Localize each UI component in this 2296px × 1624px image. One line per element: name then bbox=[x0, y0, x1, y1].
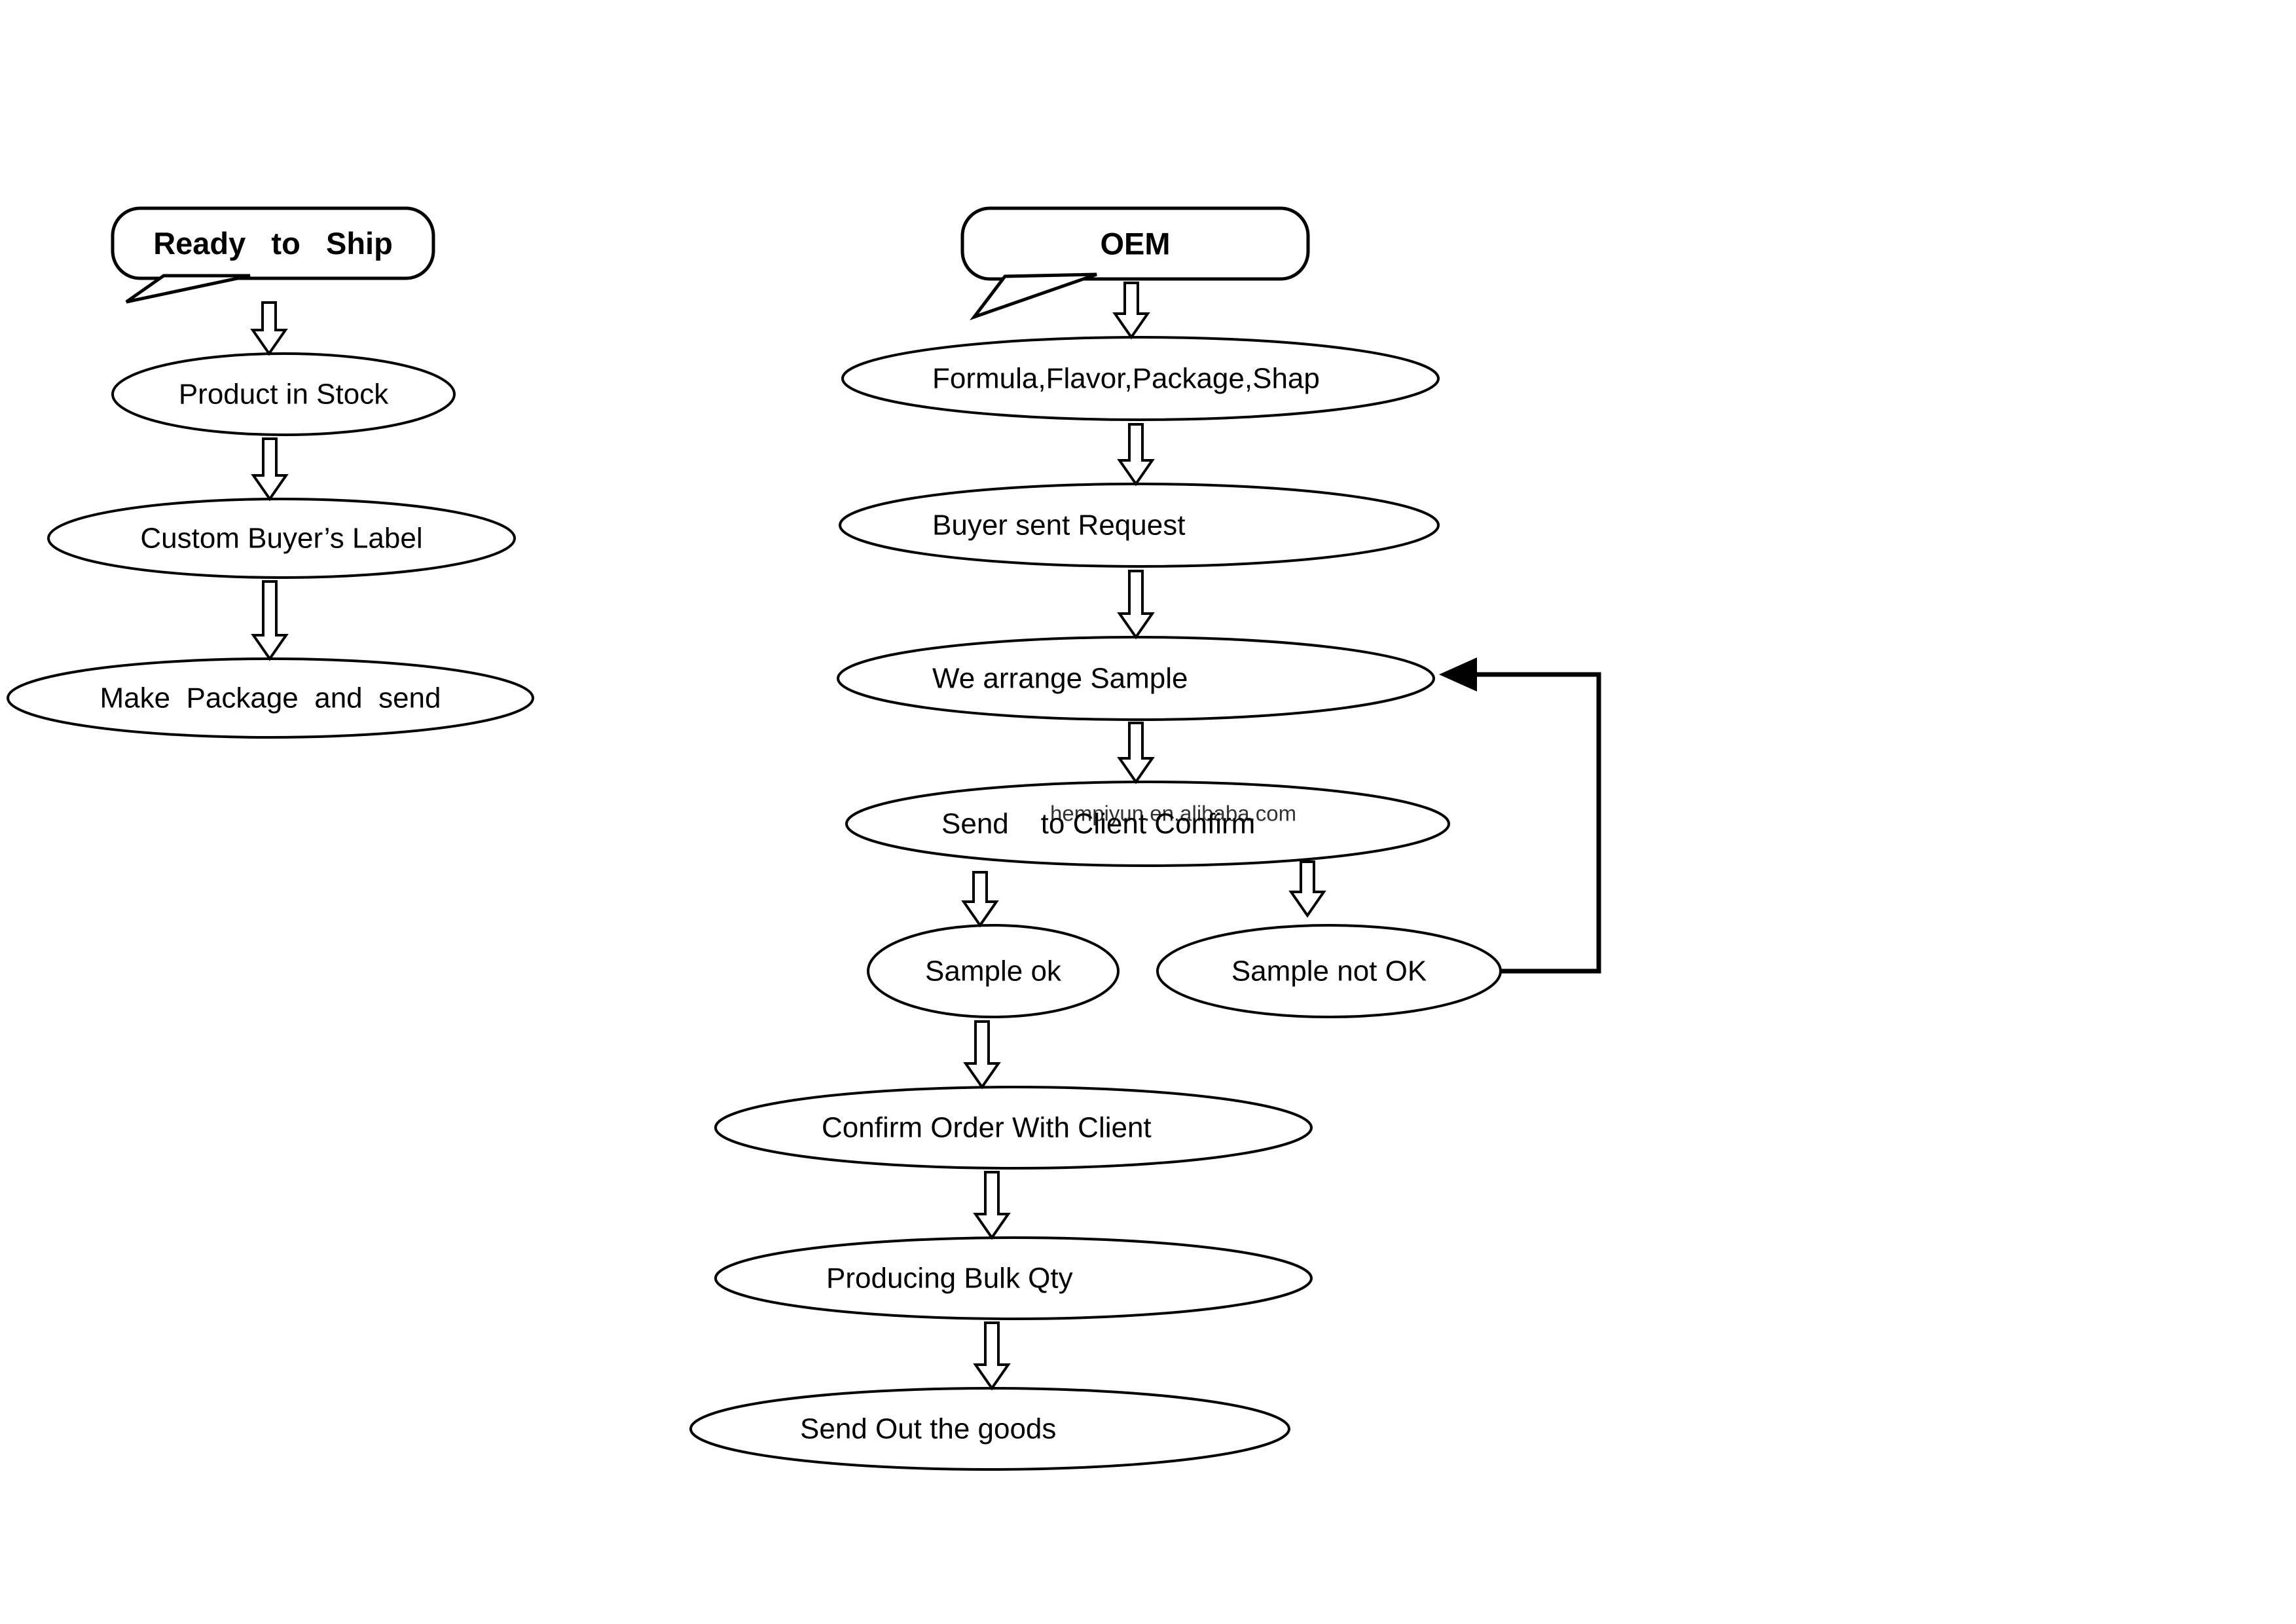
ready-to-ship-bubble bbox=[111, 206, 435, 280]
buyer-sent-request-label: Buyer sent Request bbox=[932, 509, 1185, 542]
arrow-send-to-sample-ok bbox=[961, 871, 999, 928]
arrow-request-to-sample bbox=[1117, 570, 1155, 640]
producing-bulk-qty-ellipse bbox=[714, 1236, 1313, 1320]
sample-ok-ellipse bbox=[867, 924, 1120, 1018]
ready-to-ship-bubble-tail bbox=[125, 274, 251, 304]
arrow-formula-to-request bbox=[1117, 423, 1155, 487]
send-to-client-confirm-ellipse bbox=[845, 781, 1450, 867]
arrow-oem-to-formula bbox=[1112, 282, 1150, 340]
arrow-ready-to-product bbox=[250, 301, 288, 356]
custom-buyers-label-label: Custom Buyer’s Label bbox=[140, 523, 422, 555]
arrow-confirm-to-producing bbox=[973, 1171, 1011, 1240]
sample-ok-label: Sample ok bbox=[925, 955, 1062, 987]
arrow-custom-to-package bbox=[251, 580, 289, 661]
confirm-order-with-client-ellipse bbox=[714, 1086, 1313, 1170]
product-in-stock-ellipse bbox=[111, 352, 456, 436]
arrow-send-to-sample-not-ok bbox=[1288, 860, 1326, 918]
oem-label: OEM bbox=[1100, 227, 1170, 261]
sample-not-ok-label: Sample not OK bbox=[1231, 955, 1427, 987]
arrow-product-to-custom bbox=[251, 437, 289, 502]
oem-bubble-tail bbox=[970, 272, 1097, 321]
arrow-producing-to-send-out bbox=[973, 1321, 1011, 1391]
formula-flavor-package-shap-ellipse bbox=[841, 336, 1440, 421]
send-out-the-goods-label: Send Out the goods bbox=[800, 1413, 1056, 1445]
formula-flavor-package-shap-label: Formula,Flavor,Package,Shap bbox=[932, 363, 1320, 395]
make-package-and-send-label: Make Package and send bbox=[100, 682, 441, 714]
arrow-sample-to-send bbox=[1117, 722, 1155, 784]
oem-bubble bbox=[960, 206, 1310, 281]
ready-to-ship-label: Ready to Ship bbox=[153, 226, 393, 261]
we-arrange-sample-label: We arrange Sample bbox=[932, 663, 1188, 695]
confirm-order-with-client-label: Confirm Order With Client bbox=[822, 1112, 1152, 1144]
watermark-text: hempiyun.en.alibaba.com bbox=[1050, 802, 1296, 826]
product-in-stock-label: Product in Stock bbox=[179, 378, 389, 411]
producing-bulk-qty-label: Producing Bulk Qty bbox=[826, 1263, 1073, 1295]
custom-buyers-label-ellipse bbox=[47, 498, 516, 579]
arrow-sample-ok-to-confirm bbox=[963, 1020, 1001, 1090]
buyer-sent-request-ellipse bbox=[839, 483, 1440, 568]
send-out-the-goods-ellipse bbox=[689, 1387, 1290, 1471]
feedback-sample-not-ok-to-we-arrange-arrowhead-icon bbox=[1439, 657, 1477, 692]
feedback-sample-not-ok-to-we-arrange-line bbox=[1473, 672, 1601, 974]
send-to-client-confirm-label: Send to Client Confirm bbox=[941, 808, 1255, 840]
